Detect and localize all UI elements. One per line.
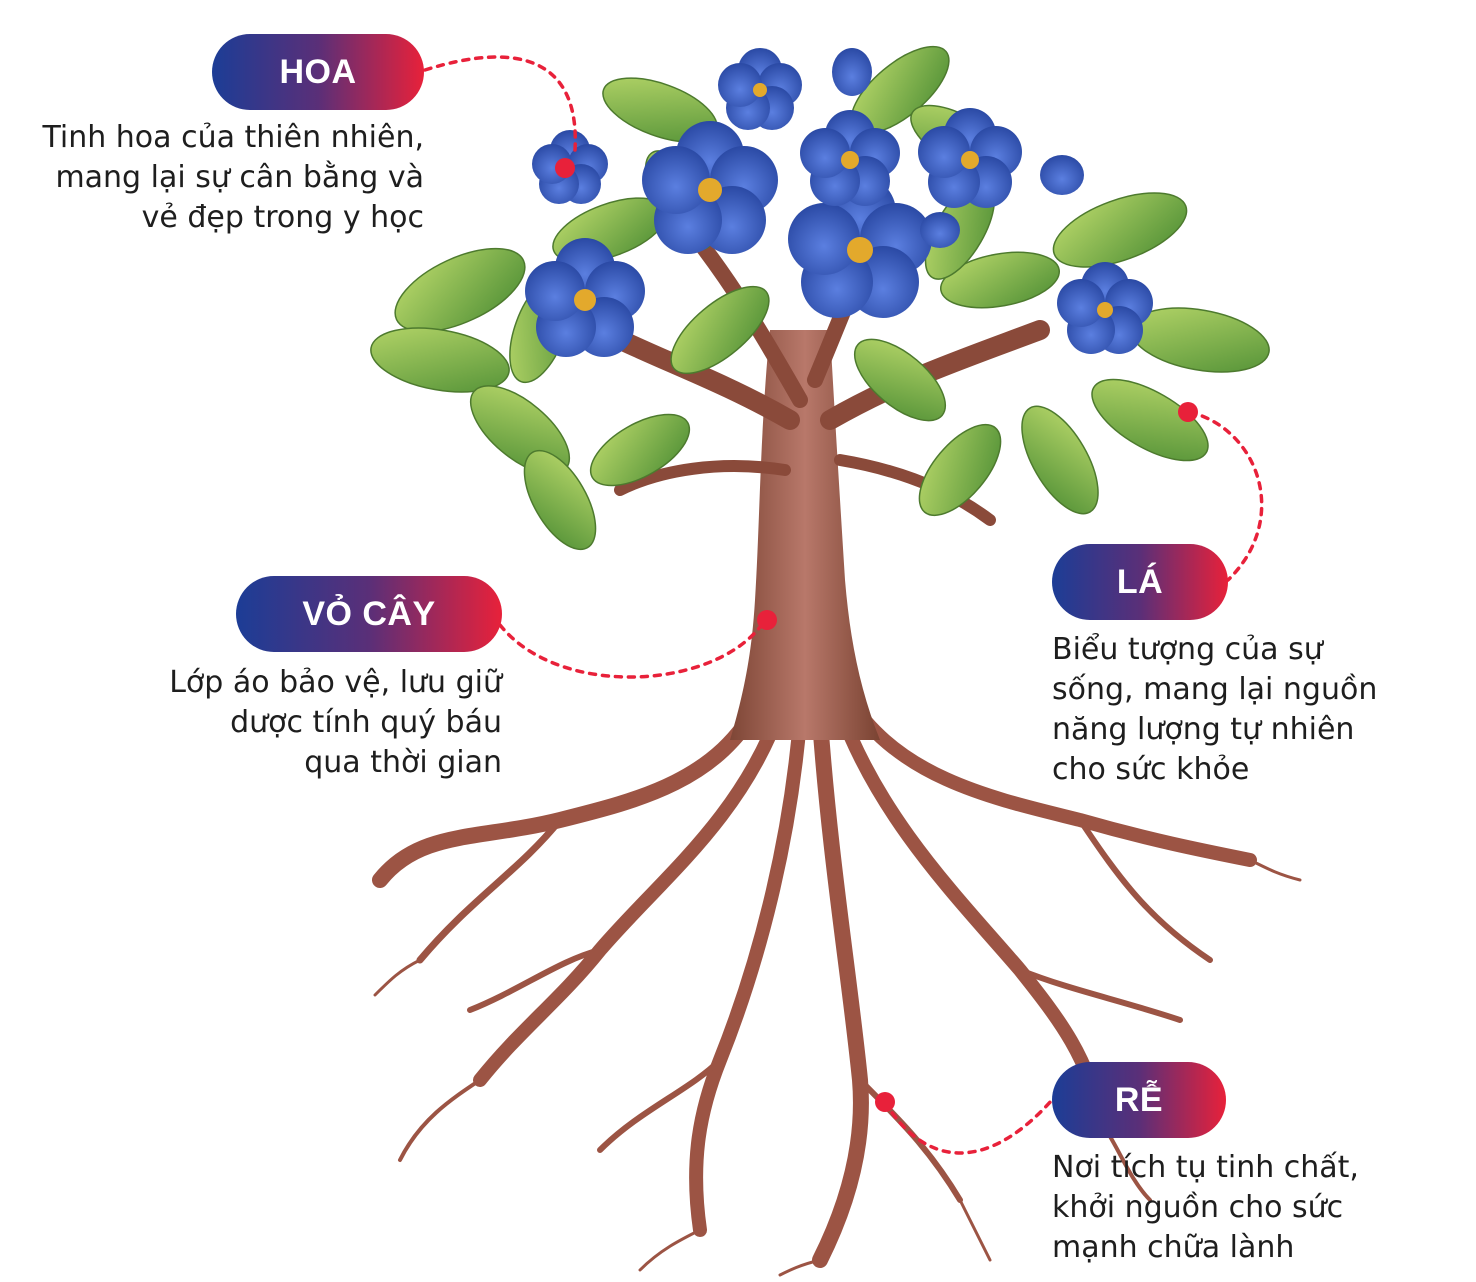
label-hoa-line: vẻ đẹp trong y học [141,200,424,235]
label-re-line: Nơi tích tụ tinh chất, [1052,1150,1359,1185]
label-vo-cay-title: VỎ CÂY [302,594,436,633]
label-la-line: sống, mang lại nguồn [1052,672,1378,707]
connector-hoa [423,55,577,152]
label-vo-cay-description: Lớp áo bảo vệ, lưu giữ dược tính quý báu… [169,663,502,783]
connector-re [883,1098,1054,1155]
label-la-line: năng lượng tự nhiên [1052,712,1355,747]
label-vo-cay-line: qua thời gian [304,745,502,780]
dot-re [875,1092,895,1112]
flowers [525,48,1153,357]
connectors [423,55,1264,1155]
label-re-line: khởi nguồn cho sức [1052,1190,1344,1225]
label-re-title: RỄ [1114,1080,1164,1119]
label-hoa-title: HOA [279,52,357,91]
label-vo-cay-line: Lớp áo bảo vệ, lưu giữ [169,665,502,700]
label-hoa-pill: HOA [212,34,424,110]
label-re-description: Nơi tích tụ tinh chất, khởi nguồn cho sứ… [1052,1148,1359,1268]
label-la-description: Biểu tượng của sự sống, mang lại nguồn n… [1052,630,1377,790]
label-hoa-line: mang lại sự cân bằng và [55,160,424,195]
connector-vo-cay [498,618,767,679]
label-la-line: Biểu tượng của sự [1052,632,1323,667]
connector-dots [555,158,1198,1112]
label-vo-cay-pill: VỎ CÂY [236,576,502,652]
label-re-pill: RỄ [1052,1062,1226,1138]
roots [372,692,1302,1277]
label-la-pill: LÁ [1052,544,1228,620]
connector-la [1188,410,1264,582]
label-la-title: LÁ [1116,562,1164,601]
label-vo-cay-line: dược tính quý báu [230,705,502,740]
label-la-line: cho sức khỏe [1052,752,1250,787]
trunk [730,330,880,740]
label-hoa-description: Tinh hoa của thiên nhiên, mang lại sự câ… [42,118,424,238]
dot-hoa [555,158,575,178]
dot-vo-cay [757,610,777,630]
label-hoa-line: Tinh hoa của thiên nhiên, [42,120,424,155]
label-re-line: mạnh chữa lành [1052,1230,1295,1265]
dot-la [1178,402,1198,422]
